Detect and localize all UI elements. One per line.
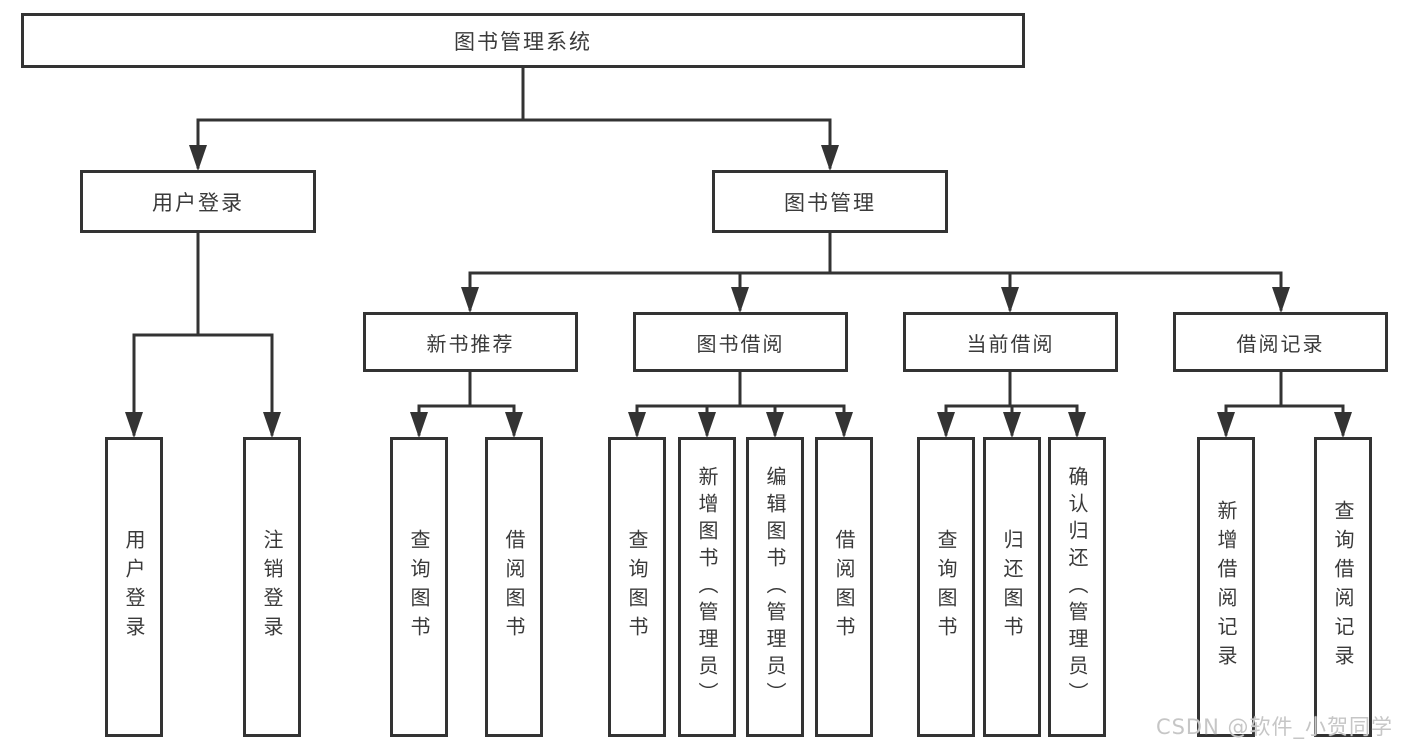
leaf-query-books-current: 查询图书 [917, 437, 975, 737]
node-borrowing-records: 借阅记录 [1173, 312, 1388, 372]
node-label: 借阅记录 [1236, 331, 1325, 356]
leaf-add-book-admin: 新增图书（管理员） [678, 437, 736, 737]
leaf-label: 用户登录 [122, 529, 146, 645]
node-label: 新书推荐 [426, 331, 515, 356]
node-book-borrowing: 图书借阅 [633, 312, 848, 372]
leaf-edit-book-admin: 编辑图书（管理员） [746, 437, 804, 737]
leaf-user-login: 用户登录 [105, 437, 163, 737]
node-label: 当前借阅 [966, 331, 1055, 356]
leaf-logout: 注销登录 [243, 437, 301, 737]
leaf-query-books-borrowing: 查询图书 [608, 437, 666, 737]
leaf-borrow-books-recommend: 借阅图书 [485, 437, 543, 737]
leaf-query-books-recommend: 查询图书 [390, 437, 448, 737]
node-library-management-system: 图书管理系统 [21, 13, 1025, 68]
node-book-management: 图书管理 [712, 170, 948, 233]
csdn-watermark: CSDN @软件_小贺同学 [1155, 715, 1393, 739]
node-label: 图书管理 [784, 190, 876, 215]
leaf-add-borrow-record: 新增借阅记录 [1197, 437, 1255, 737]
leaf-label: 查询图书 [934, 529, 958, 645]
leaf-label: 查询图书 [625, 529, 649, 645]
leaf-label: 新增图书（管理员） [695, 465, 719, 709]
leaf-label: 编辑图书（管理员） [763, 465, 787, 709]
leaf-confirm-return-admin: 确认归还（管理员） [1048, 437, 1106, 737]
leaf-label: 查询借阅记录 [1331, 500, 1355, 674]
leaf-label: 归还图书 [1000, 529, 1024, 645]
leaf-label: 确认归还（管理员） [1065, 465, 1089, 709]
leaf-label: 新增借阅记录 [1214, 500, 1238, 674]
node-current-borrowing: 当前借阅 [903, 312, 1118, 372]
node-label: 用户登录 [152, 190, 244, 215]
leaf-label: 查询图书 [407, 529, 431, 645]
node-user-login: 用户登录 [80, 170, 316, 233]
node-new-book-recommendation: 新书推荐 [363, 312, 578, 372]
leaf-label: 注销登录 [260, 529, 284, 645]
leaf-label: 借阅图书 [502, 529, 526, 645]
node-label: 图书借阅 [696, 331, 785, 356]
leaf-query-borrow-record: 查询借阅记录 [1314, 437, 1372, 737]
leaf-borrow-books: 借阅图书 [815, 437, 873, 737]
leaf-label: 借阅图书 [832, 529, 856, 645]
leaf-return-books: 归还图书 [983, 437, 1041, 737]
node-label: 图书管理系统 [454, 29, 592, 54]
